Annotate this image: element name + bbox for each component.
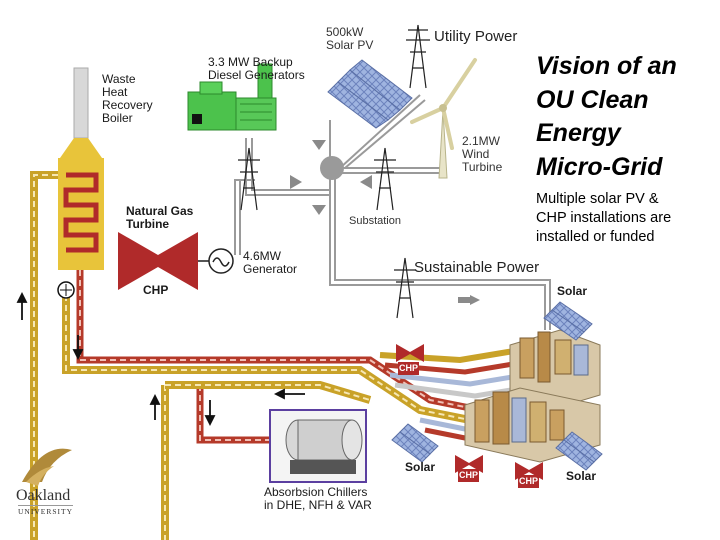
pylon-icon [238, 147, 260, 211]
chp-bottom-right-label: CHP [518, 475, 540, 488]
solar-right-label: Solar [557, 284, 588, 298]
absorption-chiller [269, 409, 367, 483]
substation-node [320, 156, 344, 180]
waste-heat-label: Waste Heat Recovery Boiler [102, 72, 153, 125]
logo-subtitle: UNIVERSITY [18, 505, 73, 516]
chp-left-label: CHP [398, 362, 420, 375]
generator-label: 4.6MW Generator [243, 249, 298, 276]
slide-subtitle: Multiple solar PV & CHP installations ar… [536, 191, 672, 245]
waste-heat-boiler [58, 67, 104, 270]
sine-wave [212, 257, 230, 267]
wind-label: 2.1MW Wind Turbine [462, 134, 503, 174]
solar-bottom-right-label: Solar [566, 469, 597, 483]
diesel-label: 3.3 MW Backup Diesel Generators [208, 55, 305, 82]
slide-title: Vision of an OU Clean Energy Micro-Grid [536, 52, 677, 181]
flow-arrows-black [16, 291, 305, 427]
hot-water-pipes [30, 171, 536, 540]
diesel-generator-icon [187, 63, 277, 131]
oakland-logo [22, 448, 72, 486]
solar-array-icon [555, 431, 603, 471]
utility-power-label: Utility Power [434, 28, 518, 45]
pylon-icon [406, 24, 430, 89]
solar-array-icon [391, 423, 439, 463]
solar-pv-label: 500kW Solar PV [326, 25, 374, 52]
substation-label: Substation [349, 215, 401, 227]
chp-bottom-mid-label: CHP [458, 469, 480, 482]
solar-pv-array-icon [327, 59, 413, 129]
chp-icon [455, 455, 483, 473]
chillers-label: Absorbsion Chillers in DHE, NFH & VAR [264, 485, 372, 512]
solar-array-icon [543, 301, 593, 341]
pump-cross [60, 284, 72, 296]
natural-gas-label: Natural Gas Turbine [126, 204, 194, 231]
campus-buildings-icon [509, 329, 601, 411]
power-lines [234, 94, 551, 330]
chp-main-label: CHP [143, 283, 169, 297]
chp-icon [396, 344, 424, 362]
solar-bottom-left-label: Solar [405, 460, 436, 474]
logo-name: Oakland [16, 487, 71, 504]
sustainable-power-label: Sustainable Power [414, 259, 540, 276]
flow-arrows-gray [290, 140, 480, 305]
pylon-icon [374, 147, 396, 211]
campus-buildings-icon [464, 387, 601, 463]
wind-turbine-icon [410, 58, 477, 179]
pylon-icon [394, 257, 416, 319]
chp-turbine-icon [118, 232, 198, 290]
